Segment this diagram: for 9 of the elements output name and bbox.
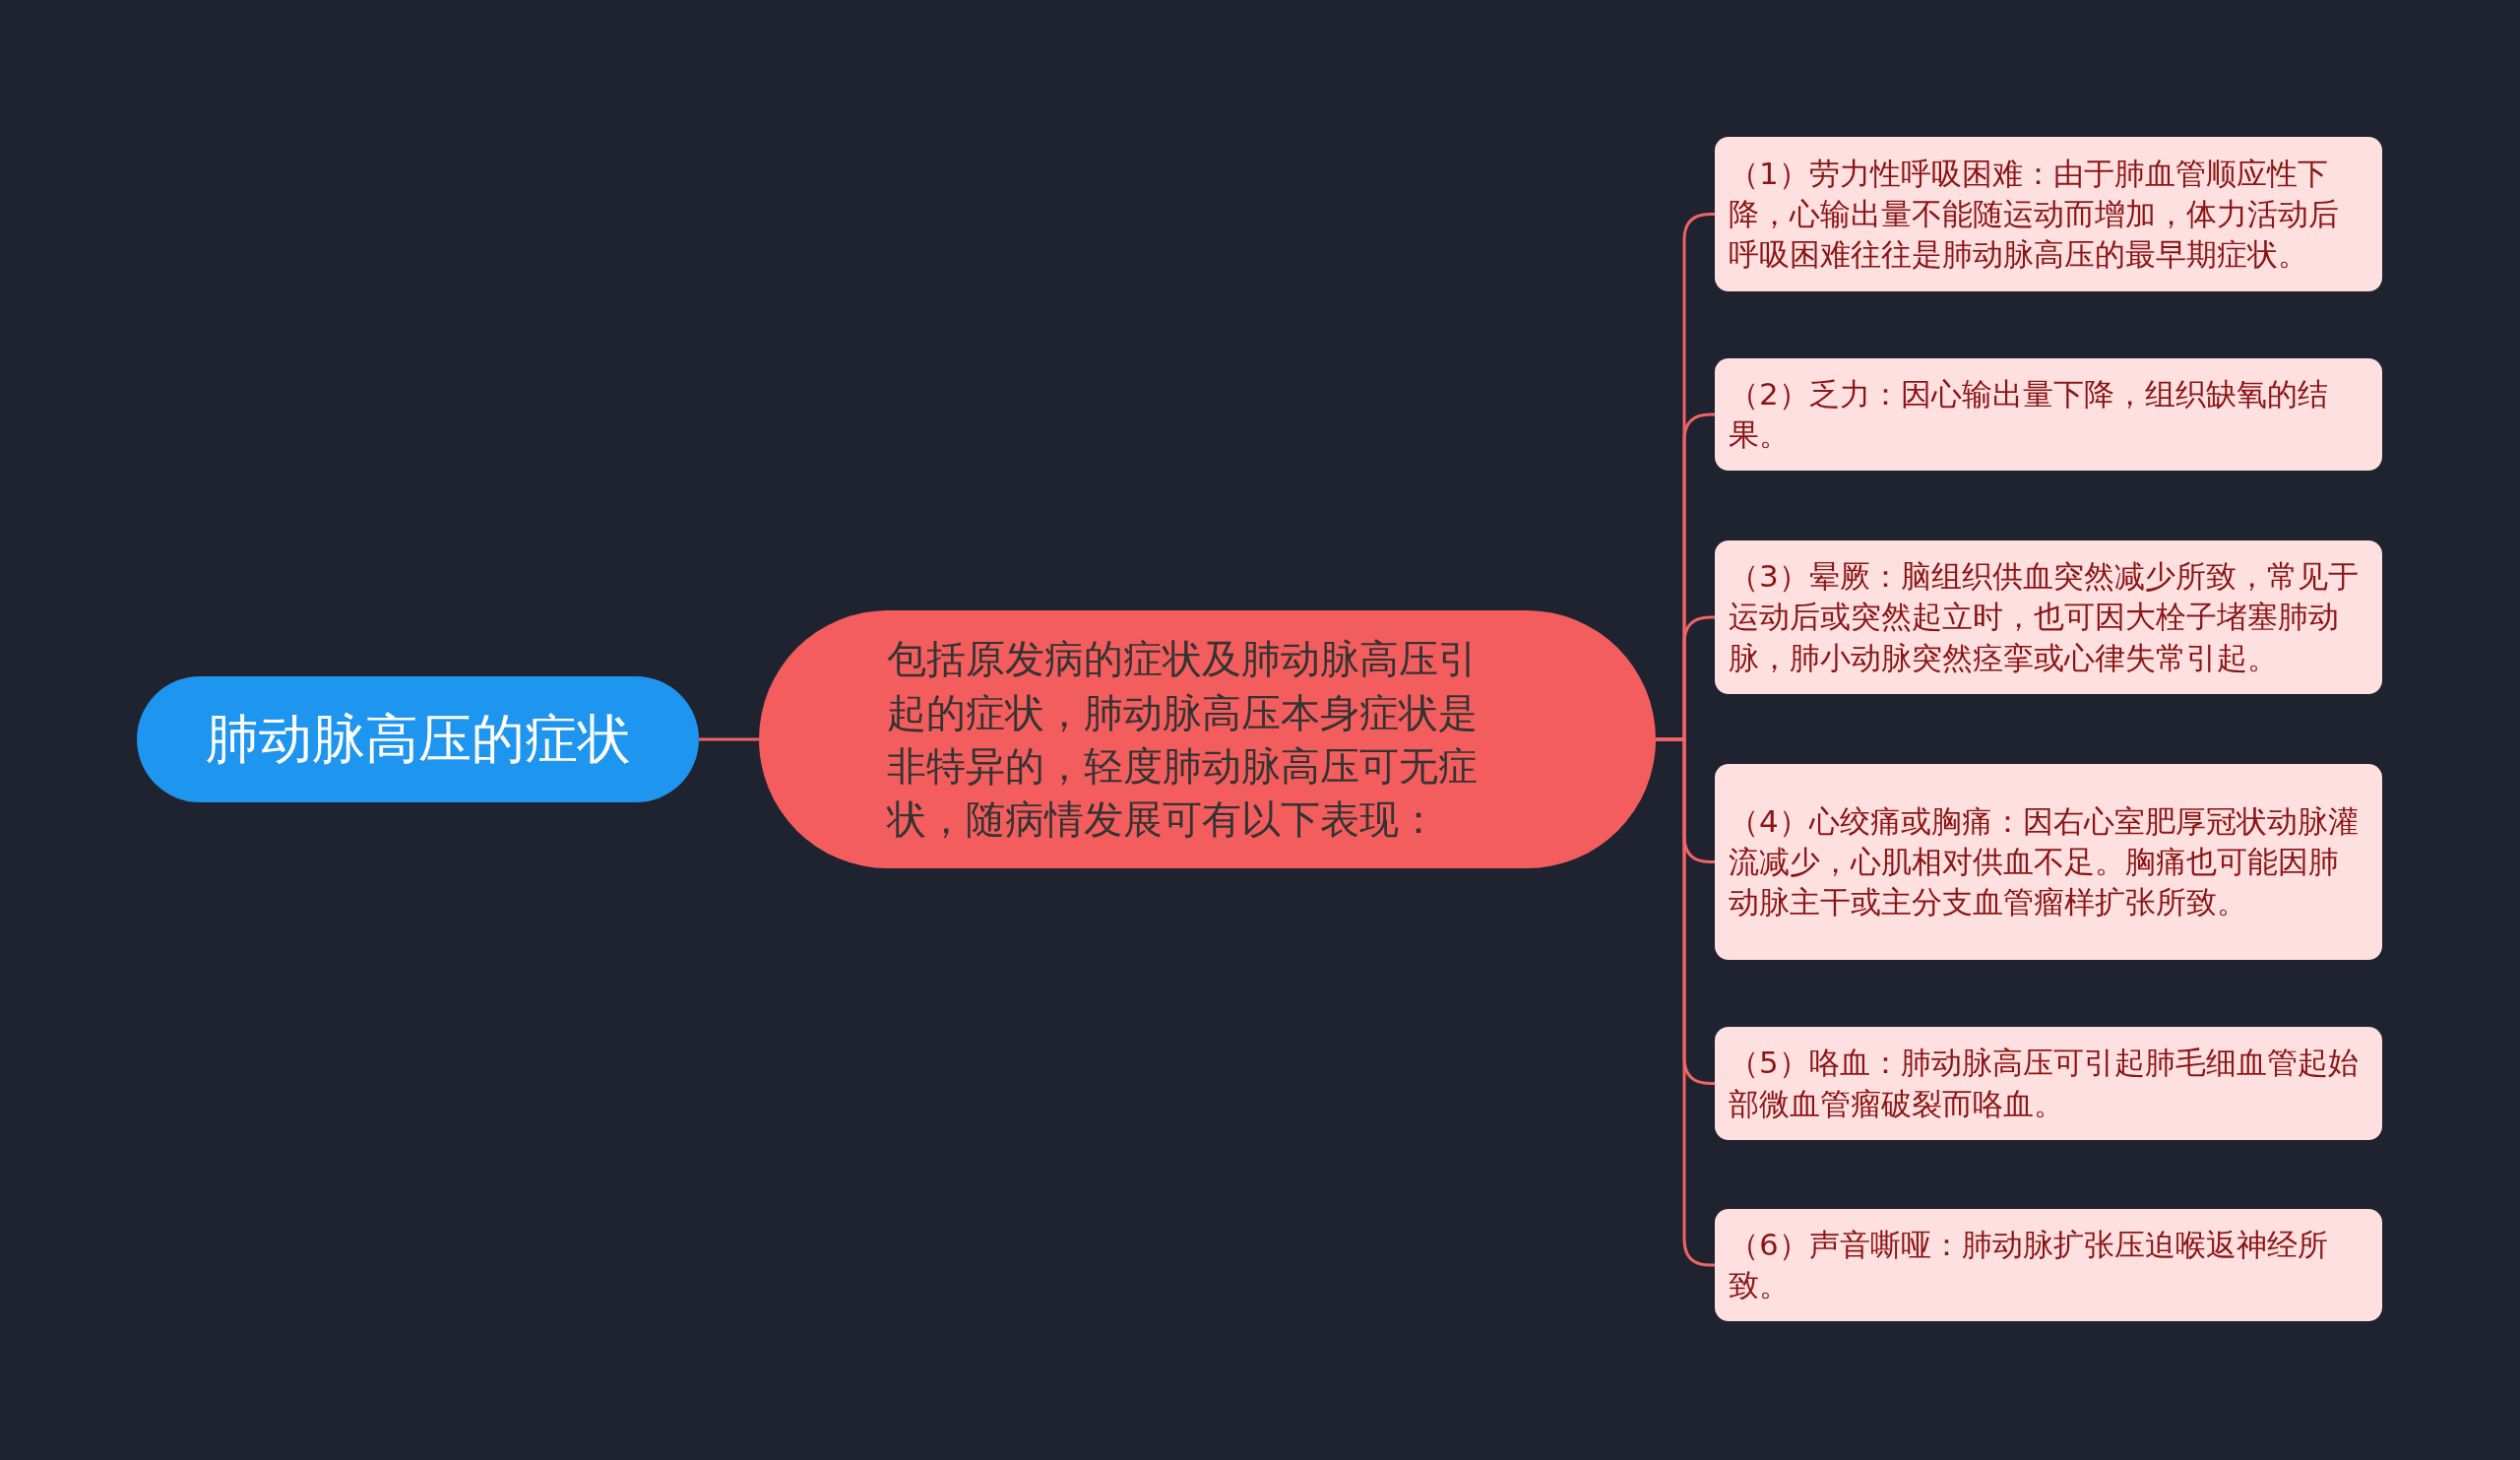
- symptom-box: （6）声音嘶哑：肺动脉扩张压迫喉返神经所致。: [1715, 1209, 2382, 1321]
- summary-box: 包括原发病的症状及肺动脉高压引起的症状，肺动脉高压本身症状是非特异的，轻度肺动脉高压可无症状，随病情发展可有以下表现：: [759, 610, 1656, 868]
- symptom-box: （4）心绞痛或胸痛：因右心室肥厚冠状动脉灌流减少，心肌相对供血不足。胸痛也可能因肺动脉主干或主分支血管瘤样扩张所致。: [1715, 764, 2382, 960]
- topic-box: 肺动脉高压的症状: [137, 676, 699, 802]
- symptom-box: （1）劳力性呼吸困难：由于肺血管顺应性下降，心输出量不能随运动而增加，体力活动后呼吸困难往往是肺动脉高压的最早期症状。: [1715, 137, 2382, 291]
- connector-line: [699, 737, 759, 741]
- symptom-box: （5）咯血：肺动脉高压可引起肺毛细血管起始部微血管瘤破裂而咯血。: [1715, 1027, 2382, 1140]
- symptom-box: （3）晕厥：脑组织供血突然减少所致，常见于运动后或突然起立时，也可因大栓子堵塞肺动脉，肺小动脉突然痉挛或心律失常引起。: [1715, 540, 2382, 694]
- symptom-box: （2）乏力：因心输出量下降，组织缺氧的结果。: [1715, 358, 2382, 471]
